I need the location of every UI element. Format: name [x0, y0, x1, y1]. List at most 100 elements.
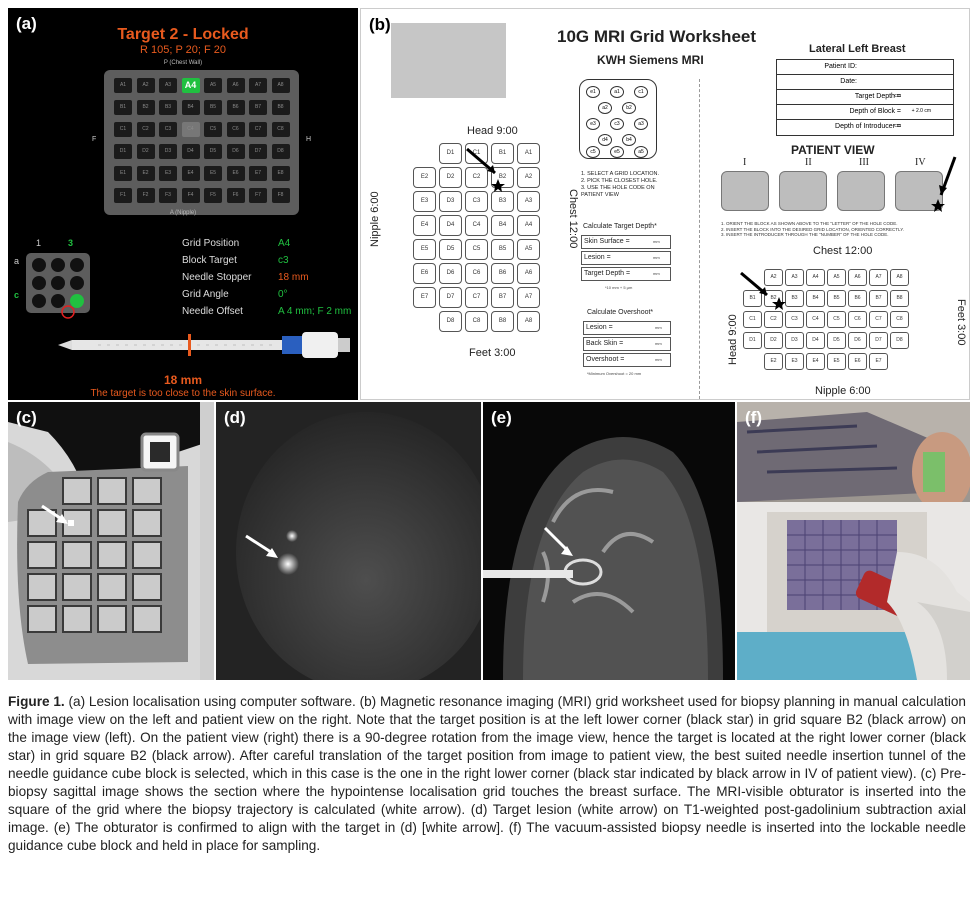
grid-cell: F5 — [204, 188, 222, 203]
panel-e-obturator-mri: (e) — [483, 402, 735, 680]
step-text: 3. USE THE HOLE CODE ON — [581, 185, 655, 191]
grid-square: E3 — [413, 191, 436, 212]
param-label: Block Target — [182, 255, 237, 266]
grid-square: B5 — [491, 239, 514, 260]
grid-cell: C8 — [271, 122, 290, 137]
grid-square: C7 — [465, 287, 488, 308]
grid-square: D4 — [806, 332, 825, 349]
panel-label: (d) — [224, 408, 246, 427]
grid-square: C4 — [465, 215, 488, 236]
block-hole — [51, 276, 65, 290]
unit-label: mm — [655, 325, 662, 330]
hole-code: e3 — [586, 118, 600, 130]
grid-cell: A7 — [249, 78, 267, 93]
grid-square: C8 — [890, 311, 909, 328]
head-label: Head 9:00 — [727, 314, 739, 365]
grid-square: A2 — [764, 269, 783, 286]
grid-square: B3 — [785, 290, 804, 307]
form-label: Patient ID: — [824, 63, 857, 70]
unit-label: mm — [655, 341, 662, 346]
grid-cell: E1 — [114, 166, 132, 181]
grid-square: C7 — [869, 311, 888, 328]
unit-label: mm — [653, 271, 660, 276]
block-col-label: 1 — [36, 238, 42, 248]
placeholder-box — [391, 23, 506, 98]
grid-square: E2 — [413, 167, 436, 188]
panel-label: (e) — [491, 408, 512, 427]
worksheet-title: 10G MRI Grid Worksheet — [557, 27, 757, 46]
warning-text: The target is too close to the skin surf… — [90, 388, 276, 399]
side-label-right: H — [306, 136, 312, 143]
chest-wall-label: P (Chest Wall) — [163, 60, 203, 66]
hole-code: c5 — [586, 146, 600, 158]
grid-cell: E3 — [159, 166, 177, 181]
grid-cell: B7 — [249, 100, 267, 115]
grid-cell: B1 — [114, 100, 132, 115]
cube-orientation-3 — [837, 171, 885, 211]
grid-square: E5 — [413, 239, 436, 260]
param-label: Needle Stopper — [182, 272, 252, 283]
figure-caption: Figure 1. (a) Lesion localisation using … — [8, 693, 966, 855]
grid-square: D1 — [439, 143, 462, 164]
grid-square: B1 — [491, 143, 514, 164]
grid-cell: D5 — [204, 144, 222, 159]
grid-square: E2 — [764, 353, 783, 370]
block-hole — [32, 294, 46, 308]
nipple-label: Nipple 6:00 — [815, 385, 871, 397]
grid-cell: F3 — [159, 188, 177, 203]
feet-label: Feet 3:00 — [955, 299, 967, 346]
form-value: + 2.0 cm — [911, 108, 931, 114]
grid-cell: C3 — [159, 122, 177, 137]
grid-cell: C5 — [204, 122, 222, 137]
grid-square: D3 — [785, 332, 804, 349]
form-row: Patient ID: — [777, 60, 953, 75]
grid-square: B4 — [491, 215, 514, 236]
grid-square: D7 — [439, 287, 462, 308]
grid-square: B6 — [848, 290, 867, 307]
feet-label: Feet 3:00 — [469, 347, 516, 359]
depth-readout: 18 mm — [163, 373, 203, 387]
grid-square: D2 — [764, 332, 783, 349]
grid-square: D3 — [439, 191, 462, 212]
grid-cell: B4 — [181, 100, 200, 115]
grid-cell: D4 — [181, 144, 200, 159]
param-value: A 4 mm; F 2 mm — [278, 306, 352, 317]
grid-cell: D2 — [136, 144, 155, 159]
grid-square: A4 — [806, 269, 825, 286]
grid-square: A8 — [517, 311, 540, 332]
grid-square: B4 — [806, 290, 825, 307]
grid-square: E6 — [848, 353, 867, 370]
grid-cell: B3 — [159, 100, 177, 115]
grid-square: B8 — [491, 311, 514, 332]
block-hole — [32, 276, 46, 290]
panel-d-axial-mri: (d) — [216, 402, 481, 680]
grid-square: B1 — [743, 290, 762, 307]
grid-cell: C2 — [136, 122, 155, 137]
laterality-label: Lateral Left Breast — [809, 43, 906, 55]
grid-cell: F4 — [181, 188, 200, 203]
grid-square: D8 — [439, 311, 462, 332]
axial-subtraction-image — [216, 402, 481, 680]
block-hole-selected — [70, 294, 84, 308]
grid-square: A1 — [517, 143, 540, 164]
step-text: PATIENT VIEW — [581, 192, 619, 198]
grid-square: C2 — [764, 311, 783, 328]
grid-square: C3 — [785, 311, 804, 328]
form-label: Depth of Block = — [849, 108, 901, 115]
grid-cell: C6 — [226, 122, 245, 137]
grid-square: A3 — [517, 191, 540, 212]
step-text: 1. SELECT A GRID LOCATION. — [581, 171, 660, 177]
grid-square: A4 — [517, 215, 540, 236]
unit-label: mm — [653, 255, 660, 260]
grid-cell: A1 — [114, 78, 132, 93]
panel-label: (a) — [16, 14, 37, 33]
nipple-label: Nipple 6:00 — [369, 191, 381, 247]
grid-cell: E7 — [249, 166, 267, 181]
grid-square: E6 — [413, 263, 436, 284]
grid-square: D2 — [439, 167, 462, 188]
grid-square: E4 — [806, 353, 825, 370]
panel-a-software: (a) Target 2 - Locked R 105; P 20; F 20 … — [8, 8, 358, 400]
grid-square: D6 — [439, 263, 462, 284]
obturator-alignment-image — [483, 402, 735, 680]
grid-cell: E2 — [136, 166, 155, 181]
